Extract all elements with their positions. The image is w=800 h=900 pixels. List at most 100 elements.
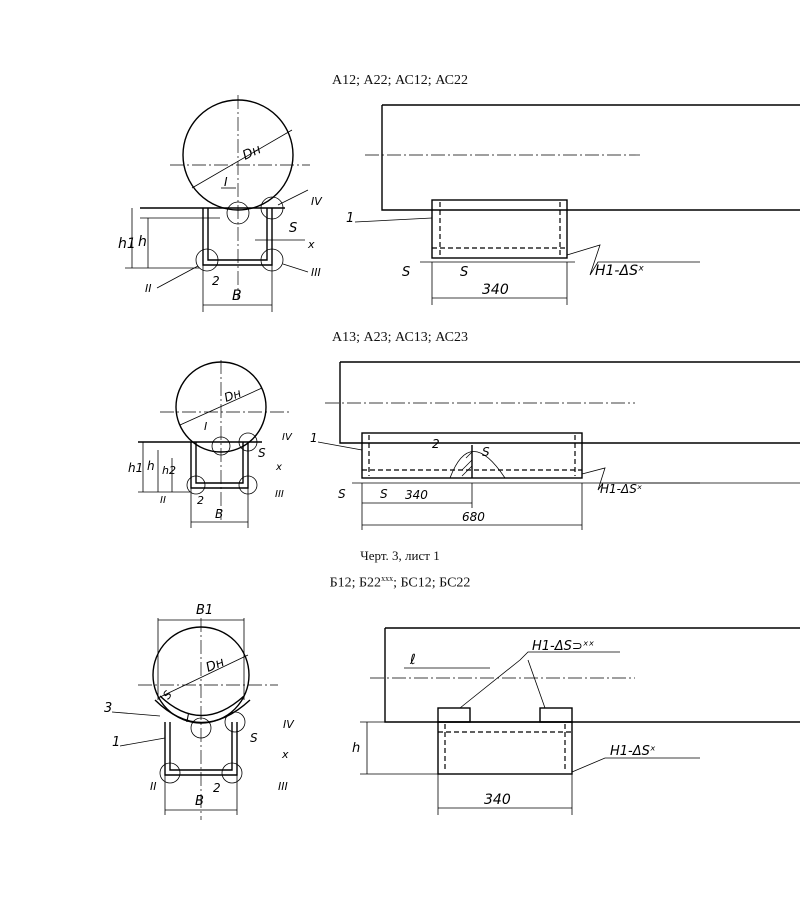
label-s-3: S (250, 731, 258, 745)
detail-circle-3-ii (159, 762, 181, 784)
detail-circle-i (226, 201, 250, 225)
detail-circle-3-i (190, 717, 212, 739)
caption-variant-b12-sup: xxx (381, 574, 394, 583)
label-pos-2-3: 2 (213, 781, 221, 795)
label-s-right-2: S (380, 487, 388, 501)
detail-circle-2-i (211, 436, 231, 456)
label-h-3: h (352, 741, 360, 756)
label-s: S (289, 221, 297, 236)
label-340: 340 (482, 282, 509, 298)
diameter-line (191, 129, 293, 189)
hatch-3 (465, 451, 473, 459)
label-h1-2: h1 (128, 461, 143, 475)
label-s-2: S (258, 446, 266, 460)
label-diameter: Dн (240, 142, 264, 164)
support-bracket (202, 208, 273, 266)
label-roman-iv-2: IV (282, 432, 293, 443)
label-b: B (232, 288, 242, 304)
label-diameter-2: Dн (222, 386, 243, 405)
label-pos-2-side: 2 (432, 437, 440, 451)
section3-cross-section: Dн B1 B S S x 3 1 I IV II III 2 (104, 603, 295, 820)
weld-leader-top-3 (459, 651, 620, 709)
label-b-2: B (215, 507, 223, 521)
caption-variant-b12-main: Б12; Б22 (329, 575, 382, 591)
cutaway-arc (449, 451, 506, 479)
label-roman-ii-2: II (160, 495, 166, 506)
saddle-arc (154, 699, 251, 724)
leader-iv (277, 189, 309, 206)
label-b1: B1 (196, 603, 213, 618)
label-h2-2: h2 (162, 464, 176, 477)
pipe-side (381, 104, 800, 211)
diameter-line-3 (157, 654, 249, 699)
label-weld-b: H1-ΔS⊃ˣˣ (532, 639, 595, 654)
section2-cross-section: Dн h1 h h2 B S x I IV II III 2 (128, 360, 293, 528)
detail-circle-2-ii (186, 475, 206, 495)
support-bracket-2-inner (195, 442, 244, 484)
leader-pos-1-2 (317, 441, 363, 451)
diameter-line-2 (179, 387, 263, 426)
label-680: 680 (462, 510, 485, 524)
support-bracket-3-inner (169, 722, 233, 771)
label-roman-ii: II (145, 282, 152, 295)
caption-variant-a13: А13; А23; АС13; АС23 (332, 330, 468, 345)
detail-circle-3-iii (221, 762, 243, 784)
section1-side-view: 1 S S 340 H1-ΔSˣ (346, 104, 800, 305)
caption-variant-a12: А12; А22; АС12; АС22 (332, 73, 468, 88)
leader-pos-1 (354, 217, 433, 223)
label-roman-i-2: I (204, 420, 207, 433)
label-s-saddle: S (160, 688, 174, 702)
label-weld: H1-ΔSˣ (595, 263, 644, 279)
label-s-left: S (402, 265, 410, 280)
label-pos-1: 1 (346, 211, 354, 226)
label-x: x (307, 238, 315, 251)
weld-leader-bottom-3 (571, 757, 700, 773)
label-b-3: B (195, 794, 204, 809)
support-bracket-3 (164, 722, 238, 776)
label-s-right: S (460, 265, 468, 280)
leader-pos-3 (111, 711, 161, 717)
detail-circle-iv (260, 196, 284, 220)
label-pos-3: 3 (104, 701, 112, 716)
label-roman-ii-3: II (150, 780, 157, 793)
detail-circle-3-iv (224, 711, 246, 733)
label-s-left-2: S (338, 487, 346, 501)
label-x-2: x (275, 462, 282, 473)
label-roman-i-3: I (186, 712, 189, 725)
label-roman-iii-2: III (275, 489, 284, 500)
label-roman-i: I (224, 175, 228, 189)
support-bracket-inner (207, 208, 268, 261)
label-pos-1-3: 1 (112, 735, 120, 750)
label-pos-2-b: 2 (197, 494, 204, 507)
section3-side-view: ℓ h 340 H1-ΔS⊃ˣˣ H1-ΔSˣ (352, 627, 800, 815)
pipe-side-2 (339, 361, 800, 444)
detail-circle-2-iv (238, 432, 258, 452)
saddle-pad-left (437, 707, 471, 723)
label-h: h (138, 234, 147, 250)
support-side-body-3 (437, 721, 573, 775)
caption-variant-b12: Б12; Б22xxx; БС12; БС22 (0, 574, 800, 592)
caption-sheet-number: Черт. 3, лист 1 (360, 548, 440, 563)
weld-leader (566, 244, 700, 276)
detail-circle-ii (195, 248, 219, 272)
label-roman-iii: III (311, 266, 321, 279)
label-340-2: 340 (405, 488, 428, 502)
weld-leader-2 (581, 467, 700, 491)
leader-iii (282, 263, 309, 273)
hatch-2 (461, 465, 473, 477)
label-pos-2: 2 (212, 274, 220, 288)
label-h1: h1 (118, 236, 136, 252)
section1-cross-section: Dн h1 h B S x I IV II III 2 (118, 95, 323, 312)
label-s-side-2: S (482, 445, 490, 459)
label-pos-1-side-2: 1 (310, 431, 318, 445)
label-roman-iii-3: III (278, 780, 288, 793)
label-weld-3: H1-ΔSˣ (610, 744, 656, 759)
label-l: ℓ (409, 652, 416, 668)
label-x-3: x (281, 748, 289, 761)
label-h-2: h (147, 459, 155, 473)
label-340-3: 340 (484, 792, 511, 808)
label-roman-iv-3: IV (283, 718, 295, 731)
leader-pos-1-3 (119, 737, 166, 747)
saddle-pad-right (539, 707, 573, 723)
